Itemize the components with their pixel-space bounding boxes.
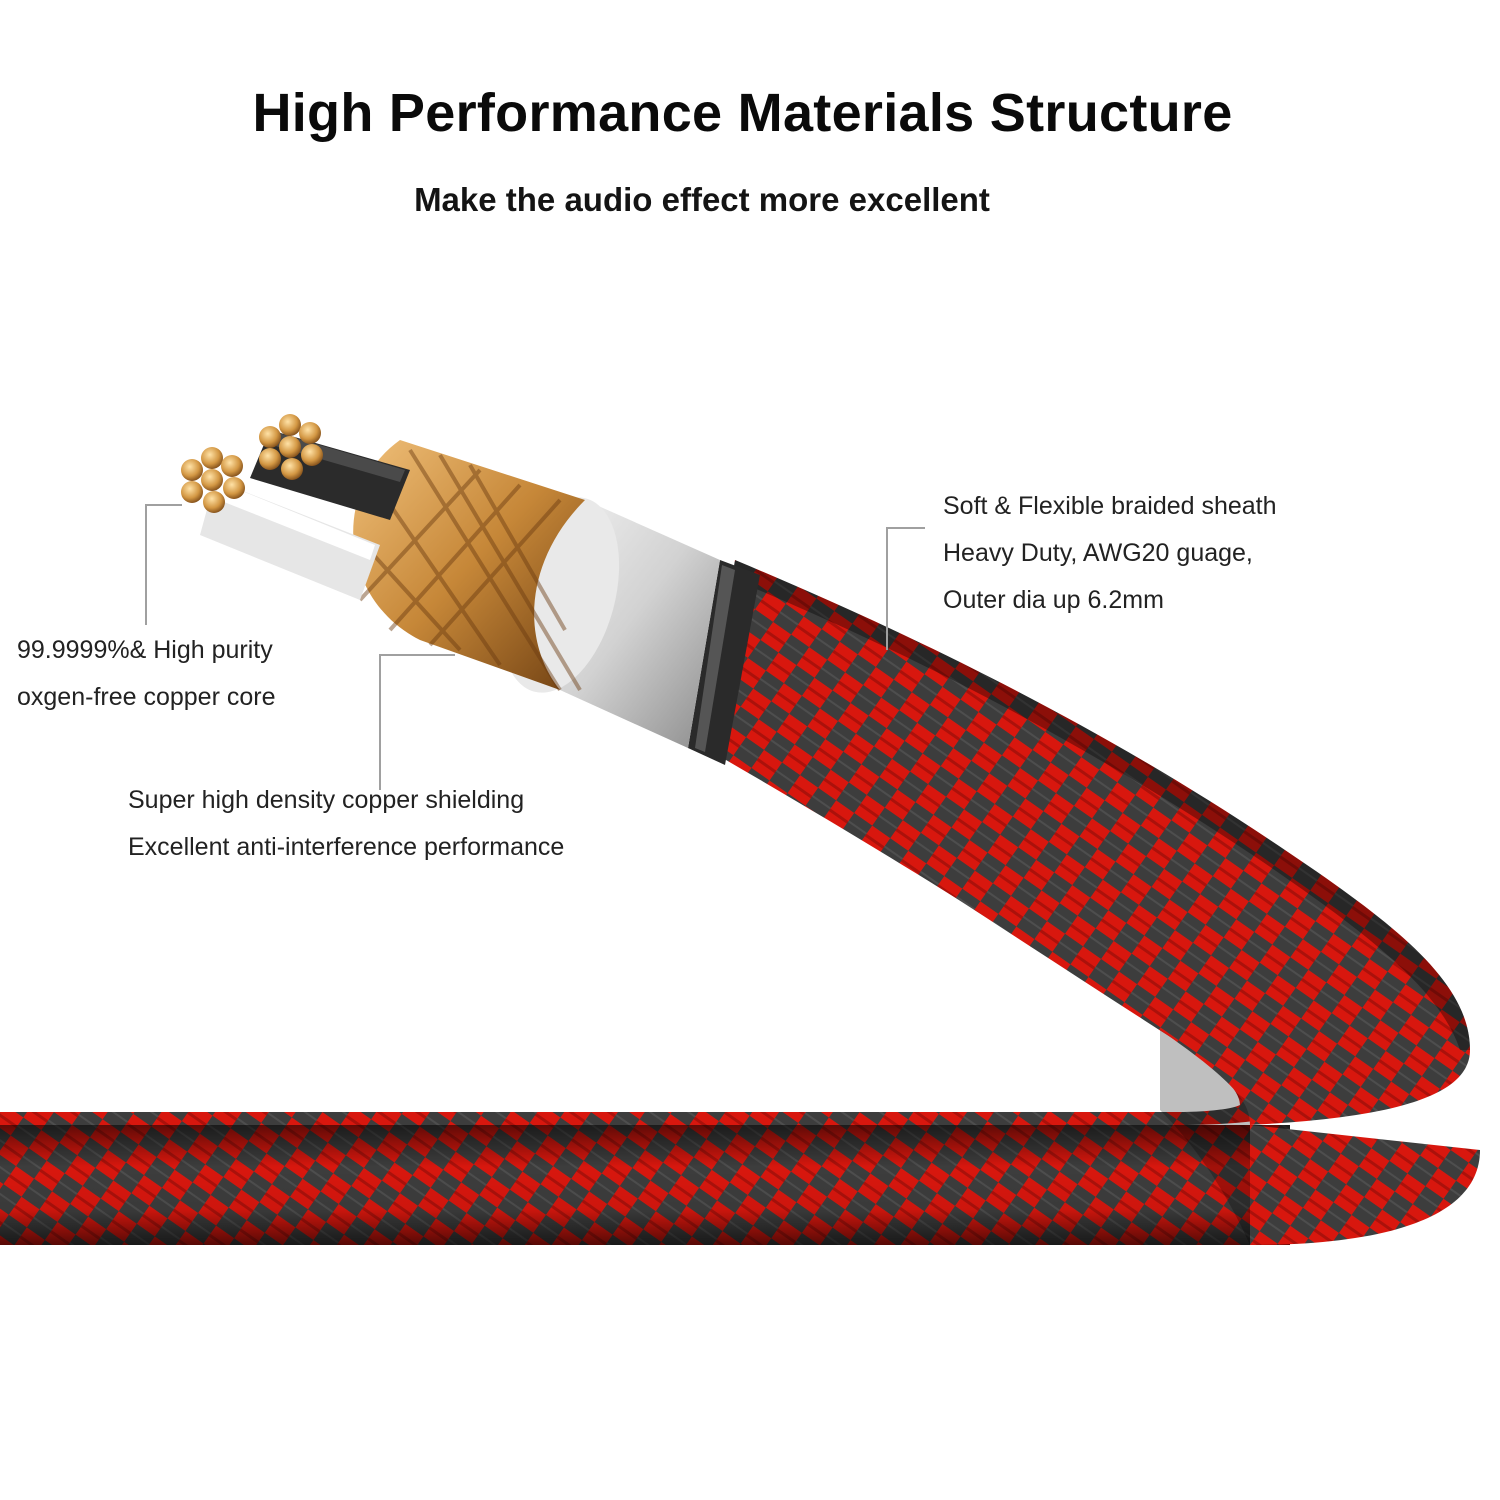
callout-core-line2: oxgen-free copper core bbox=[17, 683, 276, 711]
callout-shield-line2: Excellent anti-interference performance bbox=[128, 833, 565, 861]
copper-shield bbox=[353, 440, 585, 690]
page-subtitle: Make the audio effect more excellent bbox=[414, 181, 990, 218]
page-title: High Performance Materials Structure bbox=[252, 83, 1233, 143]
callout-core-line1: 99.9999%& High purity bbox=[17, 636, 273, 664]
callout-copper-shielding: Super high density copper shielding Exce… bbox=[128, 777, 564, 871]
callout-shield-line1: Super high density copper shielding bbox=[128, 786, 525, 814]
copper-strands-upper bbox=[259, 414, 323, 480]
callout-braided-sheath: Soft & Flexible braided sheath Heavy Dut… bbox=[943, 483, 1277, 624]
callout-sheath-line2: Heavy Duty, AWG20 guage, bbox=[943, 539, 1253, 567]
callout-sheath-line3: Outer dia up 6.2mm bbox=[943, 586, 1164, 614]
cable-bend bbox=[700, 560, 1480, 1245]
copper-strands-lower bbox=[181, 447, 245, 513]
leader-line-sheath bbox=[886, 527, 925, 650]
callout-sheath-line1: Soft & Flexible braided sheath bbox=[943, 492, 1277, 520]
callout-copper-core: 99.9999%& High purity oxgen-free copper … bbox=[17, 627, 275, 721]
leader-line-shield bbox=[379, 654, 455, 790]
leader-line-core bbox=[145, 504, 182, 625]
